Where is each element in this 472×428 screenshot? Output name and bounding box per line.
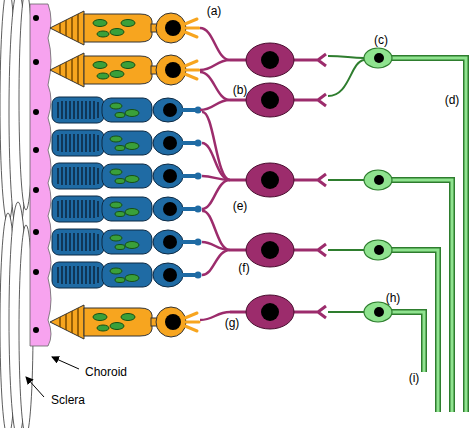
tissue-label: Choroid bbox=[85, 366, 127, 378]
callout-letter: (i) bbox=[409, 372, 420, 384]
callout-letter: (f) bbox=[238, 262, 249, 274]
callout-letter: (a) bbox=[207, 5, 222, 17]
tissue-label: Sclera bbox=[51, 394, 85, 406]
callout-letter: (e) bbox=[233, 200, 248, 212]
callout-letter: (g) bbox=[225, 317, 240, 329]
callout-letter: (c) bbox=[374, 34, 388, 46]
callout-letter: (h) bbox=[386, 292, 401, 304]
callout-letter: (b) bbox=[233, 84, 248, 96]
callout-letter: (d) bbox=[445, 94, 460, 106]
